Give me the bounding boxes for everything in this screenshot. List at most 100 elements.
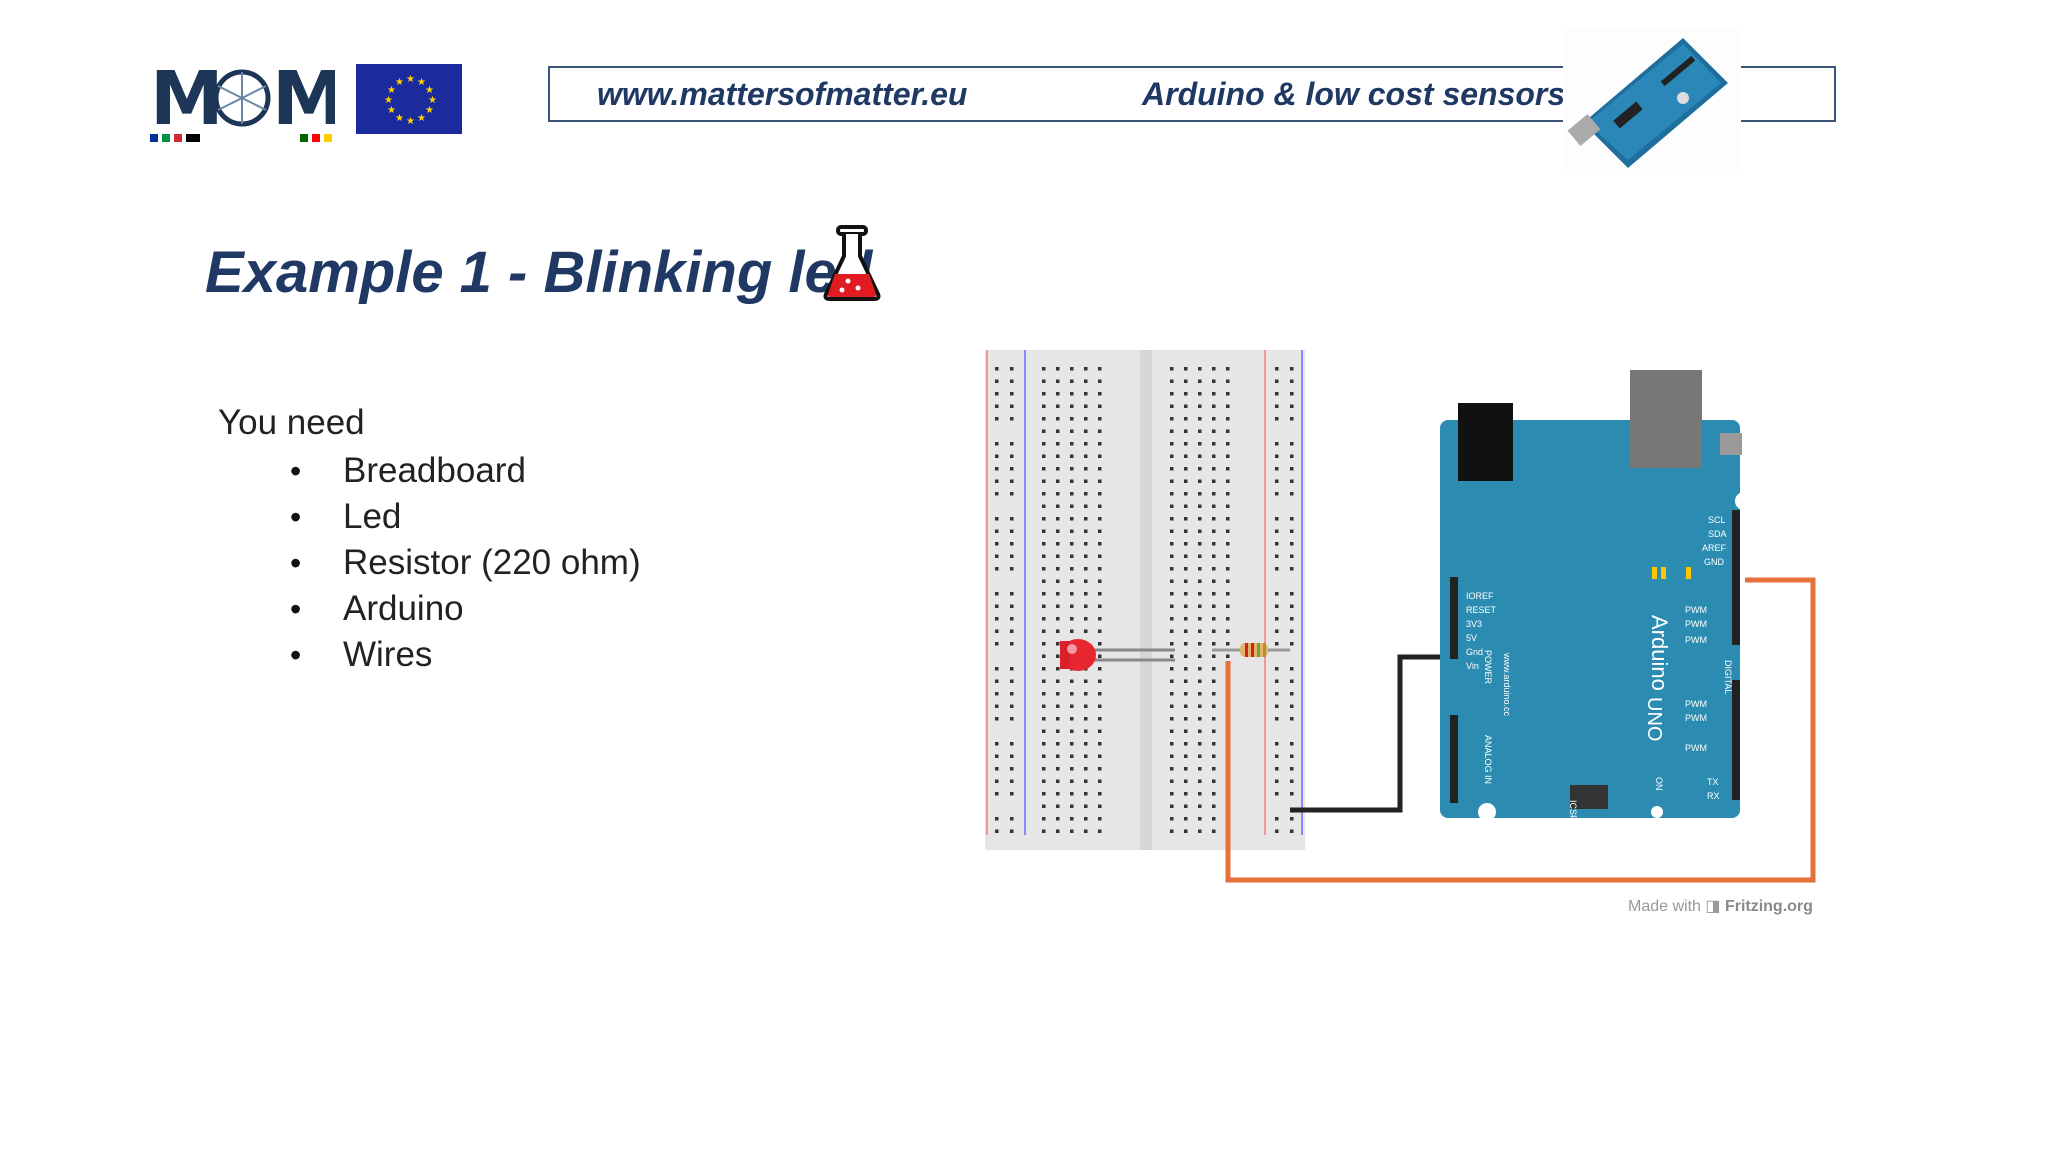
breadboard-hole bbox=[1098, 642, 1102, 646]
breadboard-hole bbox=[1290, 404, 1294, 408]
breadboard-hole bbox=[1184, 504, 1188, 508]
breadboard-hole bbox=[1212, 467, 1216, 471]
breadboard-hole bbox=[1212, 642, 1216, 646]
breadboard-hole bbox=[1070, 592, 1074, 596]
breadboard-hole bbox=[1042, 754, 1046, 758]
breadboard-hole bbox=[1056, 529, 1060, 533]
breadboard-hole bbox=[1184, 767, 1188, 771]
pin-label: 3V3 bbox=[1466, 619, 1482, 629]
breadboard-hole bbox=[1084, 629, 1088, 633]
list-item: Wires bbox=[290, 632, 641, 678]
breadboard-hole bbox=[1290, 704, 1294, 708]
breadboard-hole bbox=[1098, 479, 1102, 483]
fritzing-credit: Made with ◨ Fritzing.org bbox=[1628, 896, 1813, 916]
breadboard-hole bbox=[1184, 492, 1188, 496]
breadboard-hole bbox=[1098, 767, 1102, 771]
breadboard-hole bbox=[1084, 704, 1088, 708]
breadboard-hole bbox=[1170, 417, 1174, 421]
credit-prefix: Made with bbox=[1628, 898, 1701, 915]
breadboard-hole bbox=[1226, 567, 1230, 571]
breadboard-hole bbox=[1275, 554, 1279, 558]
breadboard-hole bbox=[1056, 392, 1060, 396]
svg-text:★: ★ bbox=[387, 105, 396, 116]
breadboard-hole bbox=[1290, 767, 1294, 771]
mom-logo: M M bbox=[150, 56, 346, 148]
breadboard-hole bbox=[1070, 779, 1074, 783]
breadboard-hole bbox=[1170, 554, 1174, 558]
breadboard-hole bbox=[1170, 617, 1174, 621]
breadboard-hole bbox=[1290, 667, 1294, 671]
breadboard-hole bbox=[1226, 367, 1230, 371]
svg-text:★: ★ bbox=[387, 85, 396, 96]
breadboard-hole bbox=[1170, 704, 1174, 708]
breadboard-hole bbox=[1070, 692, 1074, 696]
breadboard-hole bbox=[1070, 542, 1074, 546]
breadboard-hole bbox=[1212, 442, 1216, 446]
breadboard-hole bbox=[1010, 392, 1014, 396]
breadboard-hole bbox=[995, 454, 999, 458]
breadboard-hole bbox=[1226, 467, 1230, 471]
black-wire bbox=[1290, 654, 1455, 813]
breadboard-hole bbox=[1170, 467, 1174, 471]
breadboard-hole bbox=[1198, 367, 1202, 371]
breadboard-hole bbox=[1042, 442, 1046, 446]
breadboard-hole bbox=[1198, 667, 1202, 671]
breadboard-hole bbox=[1290, 542, 1294, 546]
breadboard-hole bbox=[1056, 542, 1060, 546]
breadboard-hole bbox=[995, 792, 999, 796]
breadboard-hole bbox=[1275, 567, 1279, 571]
breadboard-hole bbox=[1056, 779, 1060, 783]
breadboard-hole bbox=[1098, 717, 1102, 721]
breadboard-hole bbox=[1056, 504, 1060, 508]
breadboard-hole bbox=[1226, 417, 1230, 421]
breadboard-hole bbox=[1275, 779, 1279, 783]
breadboard-hole bbox=[1198, 642, 1202, 646]
header-url[interactable]: www.mattersofmatter.eu bbox=[597, 76, 968, 112]
breadboard-hole bbox=[1212, 504, 1216, 508]
arduino-board: Arduino UNO www.arduino.cc ANALOG IN POW… bbox=[1440, 370, 1753, 821]
breadboard-hole bbox=[1290, 554, 1294, 558]
breadboard-hole bbox=[1184, 479, 1188, 483]
power-label: POWER bbox=[1483, 650, 1493, 685]
breadboard-hole bbox=[1275, 592, 1279, 596]
breadboard-hole bbox=[1198, 617, 1202, 621]
breadboard-hole bbox=[1098, 504, 1102, 508]
breadboard-hole bbox=[1184, 442, 1188, 446]
breadboard-hole bbox=[1056, 554, 1060, 558]
breadboard-hole bbox=[1084, 567, 1088, 571]
breadboard-hole bbox=[995, 767, 999, 771]
breadboard-hole bbox=[1226, 529, 1230, 533]
breadboard-hole bbox=[1170, 567, 1174, 571]
breadboard-hole bbox=[1226, 642, 1230, 646]
breadboard-hole bbox=[1198, 479, 1202, 483]
breadboard-hole bbox=[1290, 567, 1294, 571]
breadboard-hole bbox=[1084, 779, 1088, 783]
breadboard-hole bbox=[1010, 367, 1014, 371]
breadboard-hole bbox=[1212, 429, 1216, 433]
breadboard-hole bbox=[1042, 529, 1046, 533]
breadboard-hole bbox=[1170, 629, 1174, 633]
breadboard-hole bbox=[1070, 604, 1074, 608]
breadboard-hole bbox=[995, 592, 999, 596]
breadboard-hole bbox=[1098, 742, 1102, 746]
breadboard-hole bbox=[1084, 379, 1088, 383]
pin-label: SDA bbox=[1708, 529, 1727, 539]
svg-text:★: ★ bbox=[384, 95, 393, 106]
breadboard-hole bbox=[1070, 554, 1074, 558]
breadboard-hole bbox=[1198, 804, 1202, 808]
breadboard-hole bbox=[1170, 804, 1174, 808]
breadboard-hole bbox=[1010, 417, 1014, 421]
pin-label: Gnd bbox=[1466, 647, 1483, 657]
breadboard-hole bbox=[1084, 442, 1088, 446]
pwm-label: PWM bbox=[1685, 713, 1707, 723]
breadboard-hole bbox=[1212, 554, 1216, 558]
breadboard-hole bbox=[1226, 592, 1230, 596]
arduino-thumbnail bbox=[1563, 28, 1741, 174]
breadboard-hole bbox=[1212, 829, 1216, 833]
breadboard-hole bbox=[1010, 679, 1014, 683]
breadboard-hole bbox=[1198, 754, 1202, 758]
breadboard-hole bbox=[995, 442, 999, 446]
breadboard-hole bbox=[1226, 517, 1230, 521]
breadboard-hole bbox=[1184, 792, 1188, 796]
breadboard-hole bbox=[1084, 767, 1088, 771]
